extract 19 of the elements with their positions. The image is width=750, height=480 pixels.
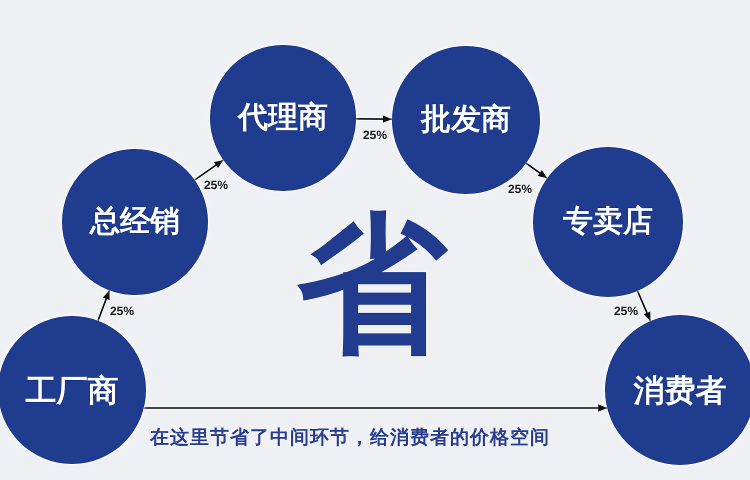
- edge-label: 25%: [202, 179, 230, 191]
- arrow: [194, 159, 224, 181]
- node-label: 代理商: [238, 103, 328, 133]
- arrow: [636, 290, 652, 322]
- large-character: 省: [297, 209, 447, 359]
- edge-label: 25%: [108, 305, 136, 317]
- node-label: 专卖店: [563, 207, 653, 237]
- edge-label: 25%: [362, 129, 388, 141]
- arrow: [97, 290, 110, 321]
- edge-label: 25%: [506, 183, 534, 195]
- node-label: 总经销: [90, 207, 180, 237]
- edge-label: 25%: [612, 305, 640, 317]
- caption-text: 在这里节省了中间环节，给消费者的价格空间: [150, 428, 550, 448]
- arrow: [356, 116, 392, 123]
- arrow: [526, 162, 548, 179]
- node-label: 工厂商: [26, 374, 118, 406]
- arrow: [144, 404, 608, 412]
- node-label: 批发商: [421, 105, 511, 135]
- node-label: 消费者: [634, 374, 726, 406]
